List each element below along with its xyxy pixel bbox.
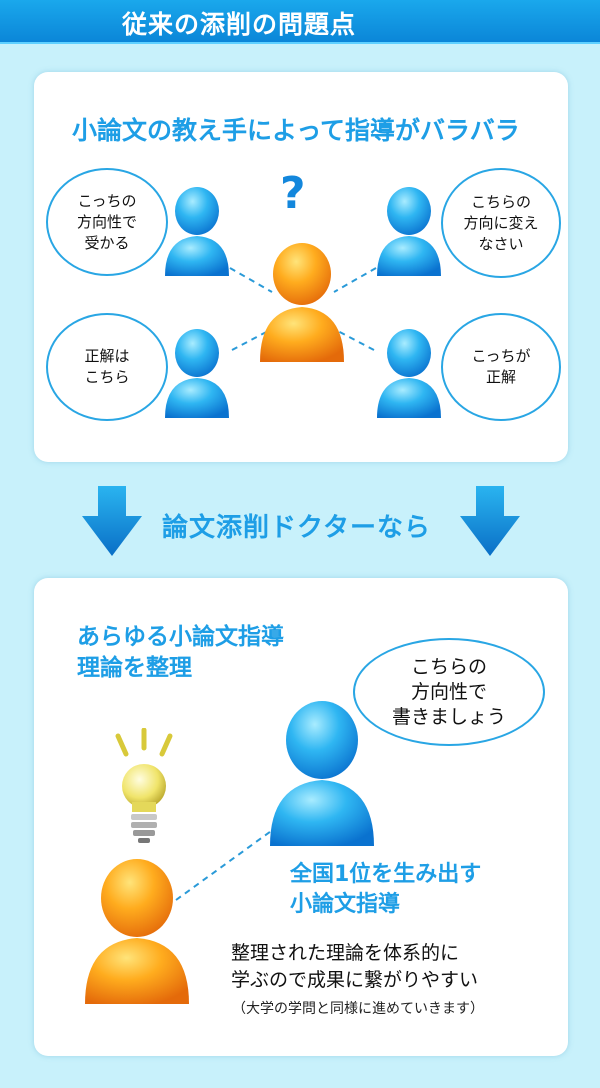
header-title: 従来の添削の問題点 bbox=[122, 10, 357, 39]
speech-bubble-1: こっちの 方向性で 受かる bbox=[46, 168, 168, 276]
person-blue-icon bbox=[270, 701, 374, 846]
speech-bubble-main: こちらの 方向性で 書きましょう bbox=[353, 638, 545, 746]
person-orange-icon bbox=[260, 243, 344, 362]
connector-lines bbox=[229, 267, 377, 351]
question-mark: ? bbox=[280, 168, 306, 219]
speech-bubble-3: 正解は こちら bbox=[46, 313, 168, 421]
lightbulb-icon bbox=[115, 728, 173, 843]
person-blue-icon bbox=[377, 187, 441, 276]
person-orange-icon bbox=[85, 859, 189, 1004]
body-text: 整理された理論を体系的に 学ぶので成果に繋がりやすい bbox=[231, 942, 479, 991]
person-blue-icon bbox=[377, 329, 441, 418]
problem-title: 小論文の教え手によって指導がバラバラ bbox=[72, 116, 520, 145]
section-header: 従来の添削の問題点 bbox=[0, 0, 600, 44]
solution-title: あらゆる小論文指導 理論を整理 bbox=[77, 624, 284, 681]
note-text: （大学の学問と同様に進めていきます） bbox=[232, 1001, 484, 1017]
person-blue-icon bbox=[165, 329, 229, 418]
down-arrow-icon bbox=[82, 486, 142, 556]
person-blue-icon bbox=[165, 187, 229, 276]
down-arrow-icon bbox=[460, 486, 520, 556]
highlight-text: 全国1位を生み出す 小論文指導 bbox=[290, 862, 482, 917]
transition-text: 論文添削ドクターなら bbox=[162, 513, 431, 543]
speech-bubble-2: こちらの 方向に変え なさい bbox=[441, 168, 561, 278]
speech-bubble-4: こっちが 正解 bbox=[441, 313, 561, 421]
